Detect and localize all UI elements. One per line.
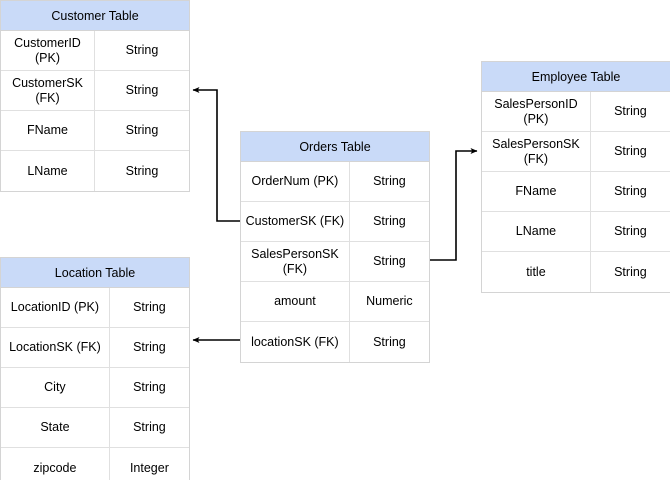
er-field-type: String [614, 144, 647, 159]
er-field-name: FName [1, 111, 95, 150]
er-field-name: CustomerID (PK) [1, 31, 95, 70]
connector-orders-to-customer [192, 87, 240, 222]
er-field-type: String [133, 300, 166, 315]
er-field-name: LocationSK (FK) [1, 328, 110, 367]
er-field-type: String [133, 380, 166, 395]
er-field-row[interactable]: City String [1, 368, 189, 408]
er-field-type: String [373, 214, 406, 229]
er-field-row[interactable]: LocationSK (FK) String [1, 328, 189, 368]
er-field-name: locationSK (FK) [241, 322, 350, 362]
er-field-type: String [125, 43, 159, 58]
er-field-name: SalesPersonID (PK) [482, 92, 591, 131]
er-field-name: LName [482, 212, 591, 251]
er-field-row[interactable]: OrderNum (PK) String [241, 162, 429, 202]
er-field-name: City [1, 368, 110, 407]
er-table-header-customer: Customer Table [1, 1, 189, 31]
er-field-name: State [1, 408, 110, 447]
er-field-row[interactable]: locationSK (FK) String [241, 322, 429, 362]
er-field-row[interactable]: amount Numeric [241, 282, 429, 322]
er-field-row[interactable]: FName String [482, 172, 670, 212]
er-field-name: title [482, 252, 591, 292]
er-field-type: String [614, 224, 647, 239]
er-field-row[interactable]: CustomerSK (FK) String [241, 202, 429, 242]
er-field-type: String [133, 420, 166, 435]
er-table-header-employee: Employee Table [482, 62, 670, 92]
er-field-row[interactable]: LName String [482, 212, 670, 252]
er-field-row[interactable]: CustomerID (PK) String [1, 31, 189, 71]
er-field-type: String [133, 340, 166, 355]
er-field-type: String [614, 264, 647, 279]
er-field-row[interactable]: title String [482, 252, 670, 292]
er-field-type: String [373, 174, 406, 189]
er-field-row[interactable]: SalesPersonSK (FK) String [482, 132, 670, 172]
er-field-name: CustomerSK (FK) [241, 202, 350, 241]
er-field-row[interactable]: CustomerSK (FK) String [1, 71, 189, 111]
er-field-row[interactable]: FName String [1, 111, 189, 151]
er-field-type: String [125, 163, 159, 178]
er-field-name: amount [241, 282, 350, 321]
er-table-header-orders: Orders Table [241, 132, 429, 162]
er-field-name: CustomerSK (FK) [1, 71, 95, 110]
er-field-name: LocationID (PK) [1, 288, 110, 327]
er-field-name: OrderNum (PK) [241, 162, 350, 201]
connector-orders-to-employee [430, 147, 478, 261]
er-field-row[interactable]: LocationID (PK) String [1, 288, 189, 328]
er-field-type: Integer [129, 460, 169, 475]
er-field-type: Numeric [366, 294, 413, 309]
er-field-name: SalesPersonSK (FK) [482, 132, 591, 171]
er-field-row[interactable]: zipcode Integer [1, 448, 189, 480]
er-field-name: LName [1, 151, 95, 191]
er-field-type: String [125, 83, 159, 98]
er-field-row[interactable]: LName String [1, 151, 189, 191]
er-field-row[interactable]: SalesPersonSK (FK) String [241, 242, 429, 282]
er-field-type: String [614, 184, 647, 199]
er-field-name: zipcode [1, 448, 110, 480]
er-field-type: String [373, 254, 406, 269]
er-field-type: String [373, 334, 406, 349]
er-field-type: String [614, 104, 647, 119]
er-field-row[interactable]: State String [1, 408, 189, 448]
er-table-header-location: Location Table [1, 258, 189, 288]
er-field-type: String [125, 123, 159, 138]
er-field-row[interactable]: SalesPersonID (PK) String [482, 92, 670, 132]
er-field-name: SalesPersonSK (FK) [241, 242, 350, 281]
er-field-name: FName [482, 172, 591, 211]
